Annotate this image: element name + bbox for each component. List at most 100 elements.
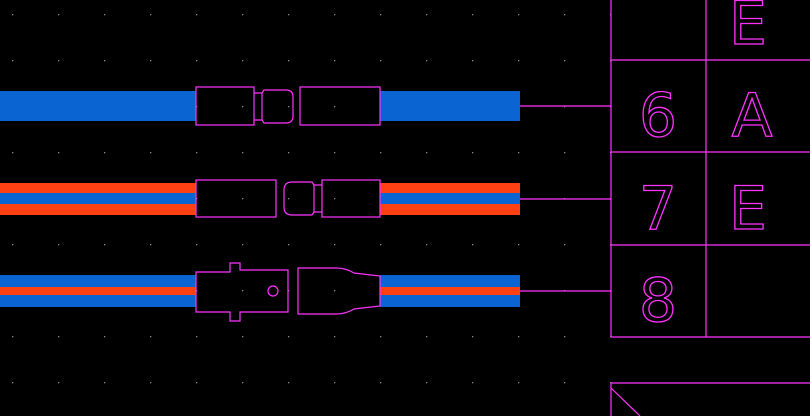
grid-dot xyxy=(242,382,244,384)
grid-dot xyxy=(12,14,14,16)
grid-dot xyxy=(426,60,428,62)
grid-dot xyxy=(104,60,106,62)
grid-dot xyxy=(150,14,152,16)
grid-dot xyxy=(150,152,152,154)
grid-dot xyxy=(564,14,566,16)
grid-dot xyxy=(472,60,474,62)
grid-dot xyxy=(518,382,520,384)
wire-2-right-stripe-top xyxy=(380,183,520,193)
grid-dot xyxy=(150,60,152,62)
grid-dot xyxy=(242,106,244,108)
grid-dot xyxy=(380,336,382,338)
wire-1-right-segment xyxy=(380,91,520,121)
grid-dot xyxy=(196,336,198,338)
grid-dot xyxy=(518,14,520,16)
grid-dot xyxy=(426,382,428,384)
wire-1[interactable] xyxy=(0,91,520,121)
wire-2-left-stripe-top xyxy=(0,183,196,193)
grid-dot xyxy=(242,14,244,16)
grid-dot xyxy=(518,244,520,246)
wire-3[interactable] xyxy=(0,275,520,307)
grid-dot xyxy=(150,244,152,246)
wire-3-left-stripe-mid xyxy=(0,287,196,295)
grid-dot xyxy=(564,106,566,108)
grid-dot xyxy=(334,60,336,62)
chart-cell-code: E xyxy=(729,0,767,59)
grid-dot xyxy=(334,382,336,384)
grid-dot xyxy=(12,152,14,154)
connector-3-pin-hole xyxy=(267,285,279,297)
grid-dot xyxy=(242,244,244,246)
grid-dot xyxy=(288,244,290,246)
grid-dot xyxy=(104,382,106,384)
connector-1[interactable] xyxy=(195,86,381,126)
grid-dot xyxy=(150,382,152,384)
wire-3-right-stripe-mid xyxy=(380,287,520,295)
grid-dot xyxy=(472,382,474,384)
grid-dot xyxy=(104,152,106,154)
grid-dot xyxy=(610,382,612,384)
grid-dot xyxy=(242,152,244,154)
grid-dot xyxy=(334,336,336,338)
grid-dot xyxy=(380,14,382,16)
grid-dot xyxy=(12,382,14,384)
grid-dot xyxy=(426,14,428,16)
grid-dot xyxy=(58,60,60,62)
grid-dot xyxy=(518,60,520,62)
connector-1-right-body xyxy=(299,86,381,126)
grid-dot xyxy=(564,244,566,246)
grid-dot xyxy=(426,244,428,246)
grid-dot xyxy=(242,290,244,292)
connector-2[interactable] xyxy=(195,179,381,218)
grid-dot xyxy=(196,244,198,246)
grid-dot xyxy=(380,152,382,154)
grid-dot xyxy=(334,244,336,246)
grid-dot xyxy=(196,106,198,108)
wire-3-left-stripe-bottom xyxy=(0,295,196,307)
grid-dot xyxy=(150,336,152,338)
grid-dot xyxy=(334,290,336,292)
grid-dot xyxy=(472,336,474,338)
grid-dot xyxy=(288,290,290,292)
connector-3-left-housing xyxy=(195,262,289,322)
chart-cell-pin: 8 xyxy=(639,266,677,336)
grid-dot xyxy=(472,14,474,16)
grid-dot xyxy=(564,336,566,338)
connector-1-left-body xyxy=(195,86,255,126)
grid-dot xyxy=(472,244,474,246)
grid-dot xyxy=(58,382,60,384)
grid-dot xyxy=(518,336,520,338)
grid-dot xyxy=(104,244,106,246)
wire-2-left-stripe-bottom xyxy=(0,204,196,215)
grid-dot xyxy=(196,152,198,154)
connector-2-left-body xyxy=(195,179,277,218)
grid-dot xyxy=(334,198,336,200)
grid-dot xyxy=(380,244,382,246)
chart-cell-pin: 6 xyxy=(639,81,677,151)
wire-3-right-stripe-top xyxy=(380,275,520,287)
grid-dot xyxy=(196,382,198,384)
grid-dot xyxy=(334,152,336,154)
connector-chart xyxy=(610,0,810,338)
grid-dot xyxy=(334,14,336,16)
grid-dot xyxy=(380,60,382,62)
grid-dot xyxy=(564,60,566,62)
grid-dot xyxy=(288,60,290,62)
grid-dot xyxy=(58,152,60,154)
chart-cell-code: A xyxy=(731,81,772,151)
grid-dot xyxy=(288,336,290,338)
connector-1-male-pin xyxy=(254,89,294,124)
wire-2[interactable] xyxy=(0,183,520,215)
grid-dot xyxy=(58,336,60,338)
grid-dot xyxy=(12,60,14,62)
wire-3-left-stripe-top xyxy=(0,275,196,287)
wire-1-left-segment xyxy=(0,91,196,121)
wire-2-right-stripe-bottom xyxy=(380,204,520,215)
grid-dot xyxy=(518,152,520,154)
lower-chart-diagonal xyxy=(610,387,641,416)
grid-dot xyxy=(564,382,566,384)
grid-dot xyxy=(196,60,198,62)
connector-3[interactable] xyxy=(195,262,381,322)
grid-dot xyxy=(196,14,198,16)
